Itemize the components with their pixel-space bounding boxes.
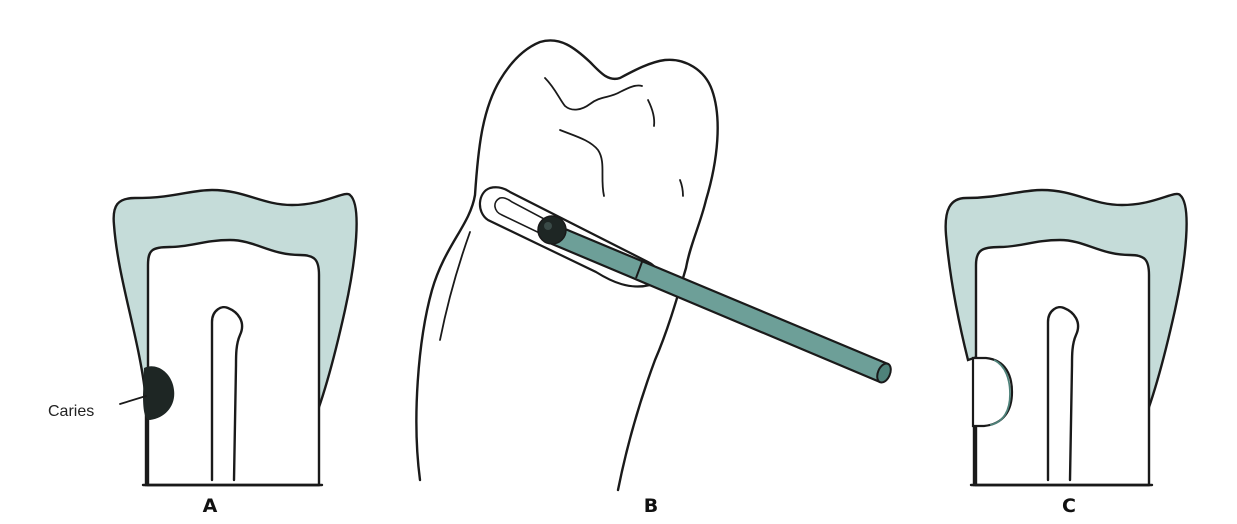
occlusal-fissure [545,78,642,110]
root-contour [440,232,470,340]
cusp-groove-2 [648,100,654,126]
panel-c: C [946,190,1187,517]
caries-leader-line [120,396,146,404]
cavity-preparation [973,358,1012,426]
bur-head [538,216,566,244]
panel-label-c: C [1062,495,1076,517]
panel-a: Caries A [48,190,357,517]
cusp-groove [560,130,604,196]
dentin-c [976,240,1149,485]
instrument-shank [552,226,888,382]
surface-mark [680,180,683,196]
bur-head-highlight [544,222,552,230]
panel-b: B [416,40,893,517]
caries-annotation: Caries [48,403,94,420]
panel-label-b: B [644,495,658,517]
panel-label-a: A [203,495,218,517]
